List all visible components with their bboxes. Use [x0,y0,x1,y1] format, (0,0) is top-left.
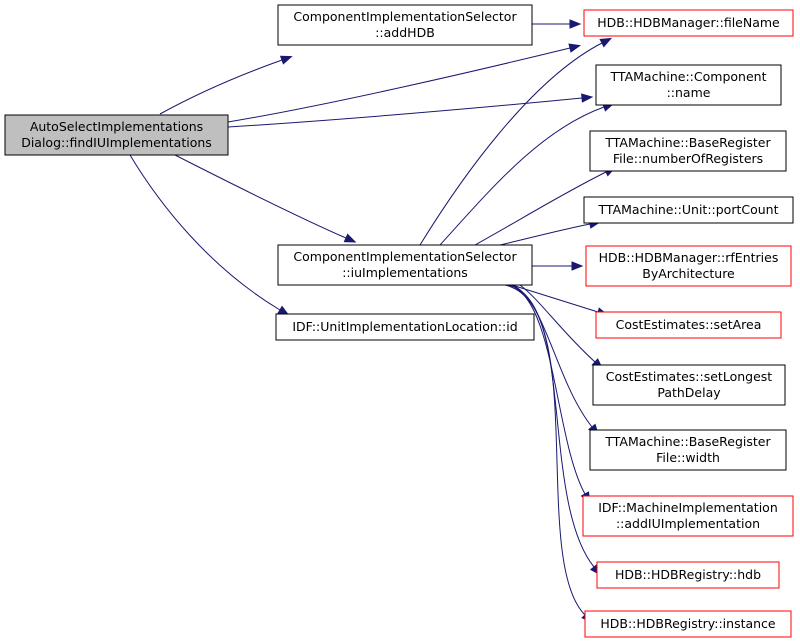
edge-line [227,47,571,123]
node-numregs[interactable]: TTAMachine::BaseRegisterFile::numberOfRe… [589,130,787,172]
node-label-line: ::addIUImplementation [616,516,760,531]
node-box [584,610,792,638]
node-label-line: TTAMachine::Component [610,69,767,84]
arrow-head-icon [571,261,584,271]
edge-root-to-uilid [129,154,290,316]
edge-line [129,154,281,311]
edge-iuimpl-to-setarea [511,284,609,317]
node-box [589,130,787,172]
node-label-line: AutoSelectImplementations [30,119,203,134]
node-portcount[interactable]: TTAMachine::Unit::portCount [583,196,794,224]
node-label-line: ::iuImplementations [342,265,468,280]
edge-line [159,59,283,115]
edge-line [519,284,596,363]
edges-layer [129,19,617,624]
node-label-line: TTAMachine::Unit::portCount [598,202,779,217]
node-addiu[interactable]: IDF::MachineImplementation::addIUImpleme… [582,495,794,537]
arrow-head-icon [599,37,613,48]
node-setarea[interactable]: CostEstimates::setArea [595,311,782,339]
node-box [4,114,229,156]
arrow-head-icon [569,19,582,29]
node-box [583,196,794,224]
arrow-head-icon [568,43,582,53]
node-label-line: CostEstimates::setLongest [606,369,772,384]
node-label-line: ComponentImplementationSelector [293,249,517,264]
edge-iuimpl-to-portcount [499,219,602,246]
node-box [585,245,792,287]
edge-iuimpl-to-filename [419,37,613,246]
edge-line [474,171,607,246]
edge-line [419,42,603,246]
node-label-line: HDB::HDBRegistry::hdb [615,567,761,582]
node-label-line: ::name [667,85,711,100]
edge-root-to-filename [227,43,582,123]
node-label-line: HDB::HDBManager::rfEntries [599,250,779,265]
edge-line [507,284,595,568]
arrow-head-icon [343,233,357,243]
node-box [582,495,794,537]
edge-root-to-addhdb [159,55,293,115]
edge-line [511,284,599,313]
edge-root-to-compname [227,93,594,128]
node-box [583,9,794,37]
node-label-line: IDF::MachineImplementation [598,500,778,515]
node-box [592,364,786,406]
edge-line [227,97,583,128]
node-label-line: CostEstimates::setArea [616,317,762,332]
nodes-layer: AutoSelectImplementationsDialog::findIUI… [4,4,794,638]
node-label-line: TTAMachine::BaseRegister [604,135,771,150]
node-compname[interactable]: TTAMachine::Component::name [595,64,782,106]
node-box [275,313,535,341]
node-box [589,429,787,471]
node-label-line: TTAMachine::BaseRegister [604,434,771,449]
node-box [277,244,533,286]
node-label-line: ::addHDB [375,25,435,40]
edge-line [504,284,586,616]
node-box [595,64,782,106]
node-label-line: File::numberOfRegisters [613,151,763,166]
edge-root-to-iuimpl [174,154,357,243]
node-instance[interactable]: HDB::HDBRegistry::instance [584,610,792,638]
node-iuimpl[interactable]: ComponentImplementationSelector::iuImple… [277,244,533,286]
node-label-line: IDF::UnitImplementationLocation::id [292,319,517,334]
node-box [277,4,533,46]
edge-iuimpl-to-compname [439,102,615,246]
node-label-line: PathDelay [657,385,721,400]
edge-iuimpl-to-rfentries [532,261,584,271]
node-label-line: ComponentImplementationSelector [293,9,517,24]
node-root: AutoSelectImplementationsDialog::findIUI… [4,114,229,156]
node-box [595,311,782,339]
node-hdb[interactable]: HDB::HDBRegistry::hdb [596,561,780,589]
node-addhdb[interactable]: ComponentImplementationSelector::addHDB [277,4,533,46]
edge-line [174,154,347,239]
edge-addhdb-to-filename [532,19,582,29]
node-uilid[interactable]: IDF::UnitImplementationLocation::id [275,313,535,341]
node-label-line: File::width [656,450,720,465]
edge-line [499,223,591,246]
node-label-line: HDB::HDBRegistry::instance [600,616,776,631]
node-label-line: HDB::HDBManager::fileName [597,15,780,30]
node-label-line: Dialog::findIUImplementations [21,135,212,150]
node-filename[interactable]: HDB::HDBManager::fileName [583,9,794,37]
arrow-head-icon [581,93,594,103]
node-label-line: ByArchitecture [642,266,735,281]
arrow-head-icon [279,55,293,65]
edge-line [439,106,605,246]
node-box [596,561,780,589]
